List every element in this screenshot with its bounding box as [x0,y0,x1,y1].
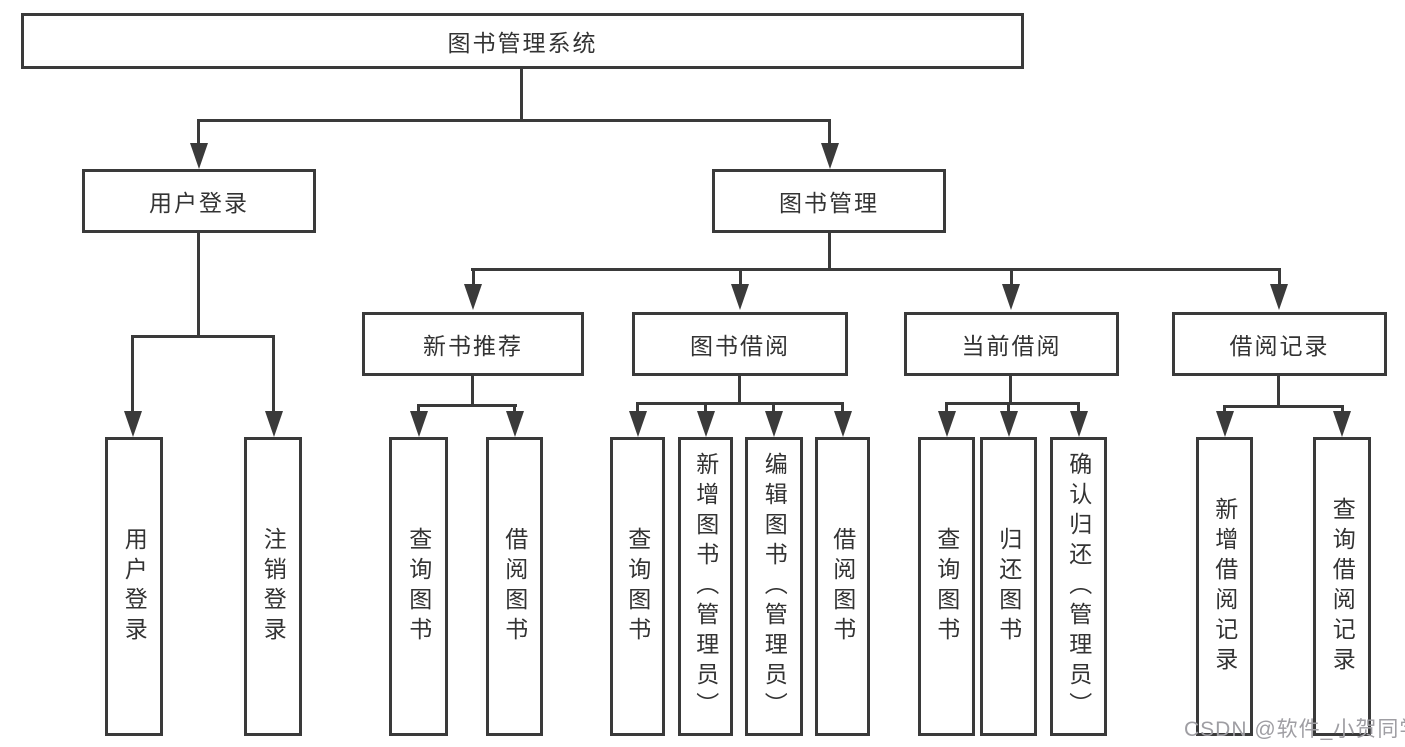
node-book-borrowing: 图书借阅 [632,312,848,376]
arrowhead-down-icon [124,411,142,437]
node-borrowing-records: 借阅记录 [1172,312,1387,376]
node-user-login-branch: 用户登录 [82,169,316,233]
node-leaf-user-login: 用户登录 [105,437,163,736]
connector-line [636,402,639,413]
connector-line [772,402,775,413]
arrowhead-down-icon [1000,411,1018,437]
node-label: 查询借阅记录 [1329,496,1356,677]
node-leaf-logout: 注销登录 [244,437,302,736]
node-label: 查询图书 [933,526,960,647]
connector-line [513,404,516,413]
node-label: 图书管理 [779,190,879,216]
connector-line [828,119,831,147]
arrowhead-down-icon [1270,284,1288,310]
connector-line [636,402,844,405]
arrowhead-down-icon [821,143,839,169]
arrowhead-down-icon [190,143,208,169]
node-label: 新增借阅记录 [1211,496,1238,677]
connector-line [1223,405,1226,413]
node-leaf-borrow-books: 借阅图书 [815,437,870,736]
connector-line [945,402,1080,405]
connector-line [417,404,420,413]
connector-line [471,268,1281,271]
arrowhead-down-icon [506,411,524,437]
connector-line [197,233,200,337]
connector-line [1010,268,1013,286]
node-root-library-system: 图书管理系统 [21,13,1024,69]
node-label: 借阅图书 [501,526,528,647]
node-label: 新书推荐 [423,333,523,359]
node-label: 编辑图书（管理员） [761,451,788,722]
connector-line [1277,376,1280,408]
node-label: 查询图书 [624,526,651,647]
node-label: 确认归还（管理员） [1065,451,1092,722]
node-label: 查询图书 [405,526,432,647]
node-leaf-query-books-current: 查询图书 [918,437,975,736]
node-leaf-return-books: 归还图书 [980,437,1037,736]
node-label: 借阅记录 [1229,333,1330,359]
node-label: 新增图书（管理员） [692,451,719,722]
connector-line [197,119,831,122]
connector-line [739,268,742,286]
arrowhead-down-icon [938,411,956,437]
connector-line [471,376,474,407]
arrowhead-down-icon [1070,411,1088,437]
connector-line [1341,405,1344,413]
arrowhead-down-icon [410,411,428,437]
node-label: 图书借阅 [690,333,790,359]
connector-line [1009,376,1012,405]
node-leaf-query-books-borrowing: 查询图书 [610,437,665,736]
arrowhead-down-icon [464,284,482,310]
node-leaf-query-books-recommend: 查询图书 [389,437,448,736]
arrowhead-down-icon [731,284,749,310]
arrowhead-down-icon [1002,284,1020,310]
node-new-book-recommend: 新书推荐 [362,312,584,376]
node-label: 用户登录 [121,526,148,647]
node-leaf-add-borrow-record: 新增借阅记录 [1196,437,1253,736]
connector-line [841,402,844,413]
node-label: 用户登录 [149,190,249,216]
connector-line [945,402,948,413]
node-leaf-edit-books-admin: 编辑图书（管理员） [745,437,803,736]
node-leaf-borrow-books-recommend: 借阅图书 [486,437,543,736]
arrowhead-down-icon [1333,411,1351,437]
connector-line [272,335,275,411]
connector-line [1077,402,1080,413]
connector-line [472,268,475,286]
connector-line [738,376,741,405]
connector-line [197,119,200,147]
connector-line [520,67,523,119]
connector-line [417,404,517,407]
arrowhead-down-icon [265,411,283,437]
node-label: 注销登录 [260,526,287,647]
arrowhead-down-icon [629,411,647,437]
arrowhead-down-icon [765,411,783,437]
node-label: 图书管理系统 [447,30,598,56]
arrowhead-down-icon [834,411,852,437]
node-leaf-query-borrow-record: 查询借阅记录 [1313,437,1371,736]
node-current-borrowing: 当前借阅 [904,312,1119,376]
arrowhead-down-icon [697,411,715,437]
csdn-watermark: CSDN @软件_小贺同学 [1184,718,1405,741]
node-label: 当前借阅 [961,333,1062,359]
connector-line [131,335,275,338]
connector-line [1007,402,1010,413]
connector-line [704,402,707,413]
node-leaf-confirm-return-admin: 确认归还（管理员） [1050,437,1107,736]
connector-line [1223,405,1344,408]
node-label: 借阅图书 [829,526,856,647]
node-leaf-add-books-admin: 新增图书（管理员） [678,437,733,736]
connector-line [131,335,134,411]
node-label: 归还图书 [995,526,1022,647]
node-book-management-branch: 图书管理 [712,169,946,233]
arrowhead-down-icon [1216,411,1234,437]
connector-line [1278,268,1281,286]
connector-line [828,233,831,271]
